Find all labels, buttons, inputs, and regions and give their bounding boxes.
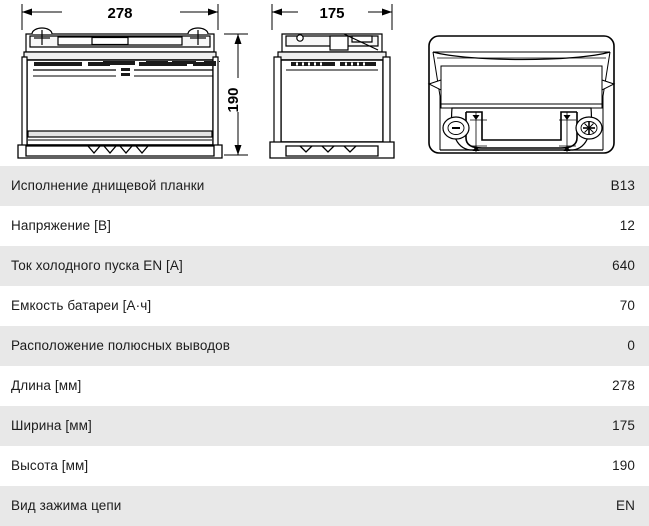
width-dimension-label: 175 <box>319 5 344 22</box>
spec-value: 278 <box>612 378 635 394</box>
carry-handle <box>465 112 578 149</box>
spec-label: Длина [мм] <box>11 378 82 394</box>
spec-value: 190 <box>612 458 635 474</box>
spec-value: 640 <box>612 258 635 274</box>
spec-value: B13 <box>610 178 635 194</box>
table-row: Исполнение днищевой планки B13 <box>0 166 649 206</box>
plus-icon <box>583 122 595 134</box>
table-row: Ток холодного пуска EN [A] 640 <box>0 246 649 286</box>
table-row: Высота [мм] 190 <box>0 446 649 486</box>
spec-label: Вид зажима цепи <box>11 498 122 514</box>
battery-side-view: 278 190 <box>17 4 248 159</box>
table-row: Ширина [мм] 175 <box>0 406 649 446</box>
spec-label: Напряжение [B] <box>11 218 111 234</box>
battery-front-view: 175 <box>269 4 395 159</box>
length-dimension-label: 278 <box>107 5 132 22</box>
spec-label: Ток холодного пуска EN [A] <box>11 258 183 274</box>
drawings-svg: 278 190 <box>17 4 616 159</box>
spec-value: EN <box>616 498 635 514</box>
spec-label: Емкость батареи [A·ч] <box>11 298 152 314</box>
height-dimension <box>224 33 248 156</box>
bottom-rail <box>17 144 223 159</box>
negative-terminal <box>442 116 470 140</box>
table-row: Емкость батареи [A·ч] 70 <box>0 286 649 326</box>
spec-label: Ширина [мм] <box>11 418 92 434</box>
table-row: Расположение полюсных выводов 0 <box>0 326 649 366</box>
handle-recess <box>450 107 593 151</box>
technical-drawings-panel: 278 190 <box>0 0 649 165</box>
spec-value: 12 <box>619 218 635 234</box>
height-dimension-label: 190 <box>225 87 242 112</box>
table-row: Напряжение [B] 12 <box>0 206 649 246</box>
table-row: Вид зажима цепи EN <box>0 486 649 526</box>
specification-table: Исполнение днищевой планки B13 Напряжени… <box>0 166 649 526</box>
width-dimension <box>271 4 393 30</box>
positive-terminal <box>575 116 603 140</box>
spec-value: 70 <box>619 298 635 314</box>
length-dimension <box>21 4 219 30</box>
spec-label: Исполнение днищевой планки <box>11 178 205 194</box>
spec-value: 0 <box>627 338 635 354</box>
table-row: Длина [мм] 278 <box>0 366 649 406</box>
minus-icon <box>452 127 460 129</box>
spec-label: Расположение полюсных выводов <box>11 338 231 354</box>
battery-isometric-view <box>427 35 616 154</box>
spec-value: 175 <box>612 418 635 434</box>
spec-label: Высота [мм] <box>11 458 89 474</box>
